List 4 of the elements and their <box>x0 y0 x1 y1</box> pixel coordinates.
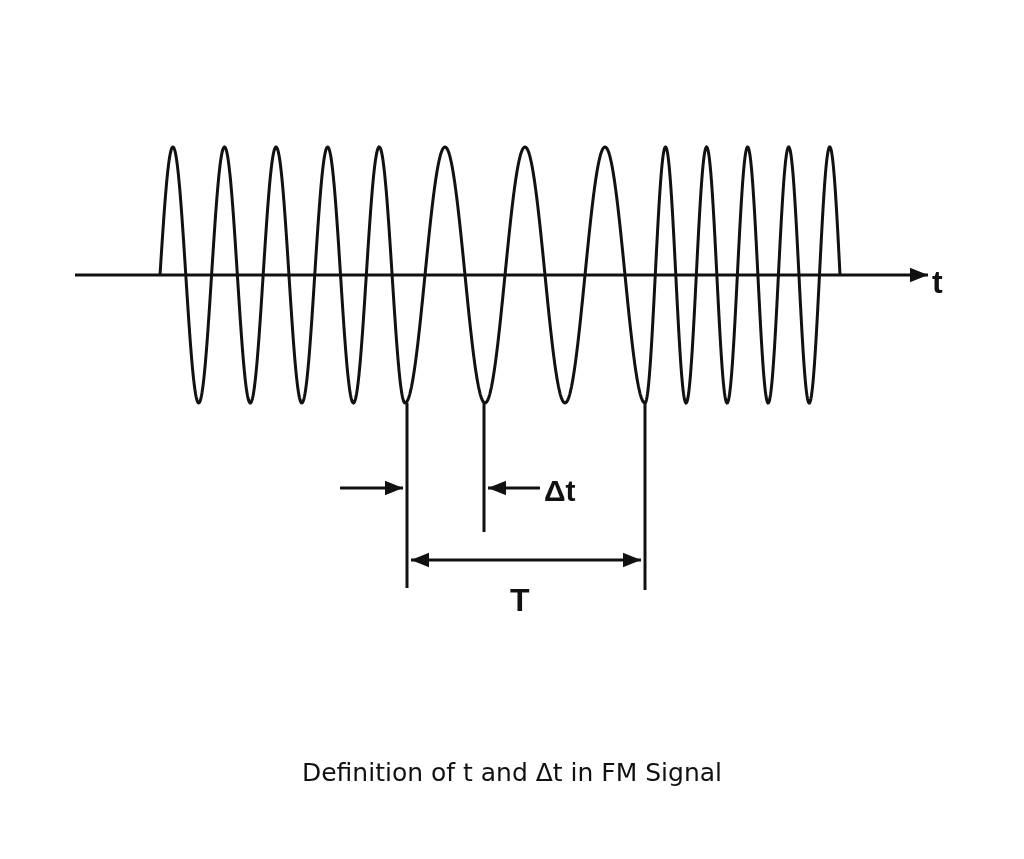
dimension-label: Δt <box>544 476 576 506</box>
dimension-label: T <box>510 584 530 616</box>
caption: Definition of t and Δt in FM Signal <box>301 758 723 787</box>
axis-label: t <box>932 266 943 298</box>
